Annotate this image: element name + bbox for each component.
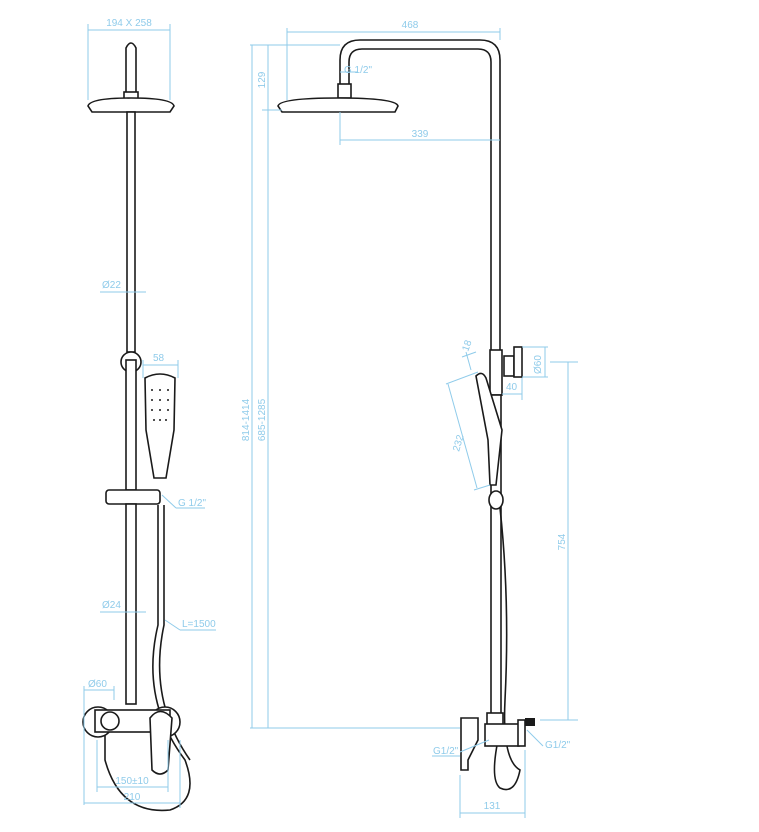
dim-spacing: 150±10 (115, 776, 149, 787)
dimensions: 194 X 258 Ø22 58 G 1/2" Ø24 L=1500 Ø60 1… (83, 18, 578, 818)
arm-outer (339, 39, 501, 350)
outline-part (159, 419, 161, 421)
outline-part (159, 399, 161, 401)
dimension-line (465, 351, 472, 371)
dim-holder-offset: 40 (506, 382, 518, 393)
dimension-line (473, 484, 491, 491)
side-mixer-body (484, 723, 520, 747)
dim-mixer-depth: 131 (484, 801, 501, 812)
inlet-thread (525, 718, 535, 726)
dim-head-size: 194 X 258 (106, 18, 152, 29)
side-hand-shower (475, 372, 503, 486)
dim-holder-height: 754 (557, 533, 568, 550)
front-view (82, 42, 191, 812)
dim-upper-pipe: Ø22 (102, 280, 121, 291)
dim-height-range: 685-1285 (257, 398, 268, 441)
hose (104, 505, 191, 812)
side-view (277, 39, 535, 791)
dimension-line (164, 619, 181, 631)
mixer-lever (149, 710, 173, 775)
side-shower-head (277, 97, 399, 113)
spray-nozzles (151, 389, 169, 421)
rain-shower-head (87, 97, 175, 113)
outline-part (159, 409, 161, 411)
dimension-line (445, 371, 479, 385)
lower-pipe (125, 503, 137, 705)
holder-sleeve (489, 349, 503, 396)
dim-holder-diameter: Ø60 (533, 355, 544, 374)
dim-arm-reach: 468 (402, 20, 419, 31)
outline-part (151, 409, 153, 411)
outline-part (159, 389, 161, 391)
side-hose (493, 507, 521, 791)
dim-handshower-length: 232 (451, 433, 466, 452)
wall-plate (517, 719, 526, 747)
dim-connector: G 1/2" (344, 65, 372, 76)
dimension-line (459, 739, 490, 753)
dim-height-range-total: 814-1414 (241, 398, 252, 441)
dim-handshower-depth: 18 (460, 338, 474, 353)
outline-part (151, 399, 153, 401)
side-mixer-lever (460, 717, 479, 771)
dim-hose-length: L=1500 (182, 619, 216, 630)
dimension-line (447, 383, 478, 489)
dim-inlet-right: G1/2" (545, 740, 571, 751)
dim-total-width: 210 (124, 792, 141, 803)
upper-pipe (126, 111, 136, 353)
holder-wall-disc (513, 346, 523, 378)
diverter-knob (100, 711, 120, 731)
dim-lower-pipe: Ø24 (102, 600, 121, 611)
dim-handshower-connection: G 1/2" (178, 498, 206, 509)
outline-part (167, 409, 169, 411)
dim-head-offset: 339 (412, 129, 429, 140)
middle-pipe (125, 359, 137, 491)
slider (105, 489, 161, 505)
dim-handshower-width: 58 (153, 353, 165, 364)
arm-inner (348, 48, 492, 350)
dimension-line (161, 494, 177, 509)
side-slider (488, 490, 504, 510)
holder-arm (503, 355, 515, 377)
outline-part (153, 419, 155, 421)
outline-part (165, 419, 167, 421)
head-joint (337, 83, 352, 99)
shower-arm (125, 42, 137, 96)
dimension-line (461, 351, 477, 358)
outline-part (151, 389, 153, 391)
outline-part (167, 389, 169, 391)
dim-wall-disc: Ø60 (88, 679, 107, 690)
dimension-line (526, 729, 544, 747)
dim-head-height: 129 (257, 71, 268, 88)
outline-part (167, 399, 169, 401)
dim-inlet-left: G1/2" (433, 746, 459, 757)
